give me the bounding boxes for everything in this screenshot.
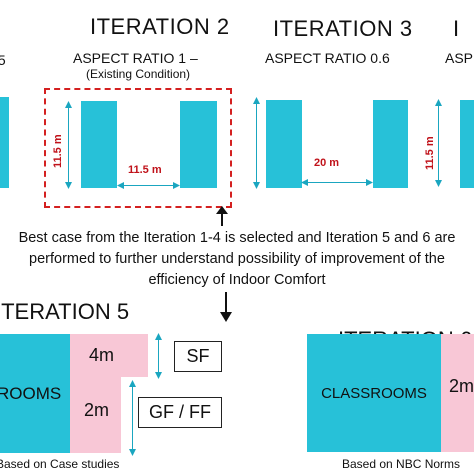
iteration-5-rooms-label: ROOMS xyxy=(0,383,62,403)
iteration-6-dim: 2m xyxy=(449,376,474,396)
iteration-3-block-left xyxy=(266,100,302,188)
iteration-2-note: (Existing Condition) xyxy=(86,67,191,81)
iteration-5-dim-bottom: 2m xyxy=(84,400,110,420)
iteration-3-block-right xyxy=(373,100,408,188)
description-line-2: performed to further understand possibil… xyxy=(29,251,445,267)
iteration-3-width-label: 20 m xyxy=(314,157,340,169)
iteration-5-caption: Based on Case studies xyxy=(0,457,120,471)
iteration-6-classrooms-label: CLASSROOMS xyxy=(321,384,427,402)
iteration-5-sf-box: SF xyxy=(174,341,222,372)
iteration-5-dim-top: 4m xyxy=(89,345,115,365)
iteration-1-block xyxy=(0,97,9,188)
description-line-3: efficiency of Indoor Comfort xyxy=(148,272,326,288)
arrow-up-icon xyxy=(216,206,228,226)
iteration-3-height-line xyxy=(256,100,257,186)
iteration-3-width-line xyxy=(304,182,370,183)
iteration-2-title: ITERATION 2 xyxy=(90,14,230,39)
iteration-5-gf-line xyxy=(132,383,133,453)
iteration-2-height-label: 11.5 m xyxy=(52,134,64,168)
iteration-5-gf-box: GF / FF xyxy=(138,397,222,428)
arrow-down-icon xyxy=(220,292,232,322)
iteration-5-sf-line xyxy=(158,336,159,376)
iteration-4-height-line xyxy=(438,102,439,184)
iteration-3-title: ITERATION 3 xyxy=(273,16,413,41)
iteration-6-classrooms-block: CLASSROOMS xyxy=(307,334,441,452)
iteration-6-caption: Based on NBC Norms xyxy=(342,457,461,471)
iteration-3-subtitle: ASPECT RATIO 0.6 xyxy=(265,50,390,66)
iteration-2-frame xyxy=(44,88,232,208)
iteration-2-height-line xyxy=(68,104,69,186)
iteration-2-block-right xyxy=(180,101,217,188)
iteration-6-corridor: 2m xyxy=(441,334,474,452)
description-line-1: Best case from the Iteration 1-4 is sele… xyxy=(18,230,456,246)
iteration-4-title: I xyxy=(453,16,460,41)
iteration-5-rooms-block: ROOMS xyxy=(0,334,70,453)
iteration-5-corridor-top xyxy=(70,334,148,377)
iteration-4-height-label: 11.5 m xyxy=(424,136,436,170)
iteration-5-title: ITERATION 5 xyxy=(0,299,130,324)
iteration-2-width-line xyxy=(120,185,177,186)
iteration-2-subtitle: ASPECT RATIO 1 – xyxy=(73,50,198,66)
iteration-4-block xyxy=(460,100,474,188)
iteration-2-width-label: 11.5 m xyxy=(128,164,162,176)
iteration-2-block-left xyxy=(81,101,117,188)
iteration-5-corridor-bottom xyxy=(70,377,121,453)
iteration-4-subtitle: ASP xyxy=(445,50,474,66)
left-edge-fragment: .5 xyxy=(0,52,6,68)
